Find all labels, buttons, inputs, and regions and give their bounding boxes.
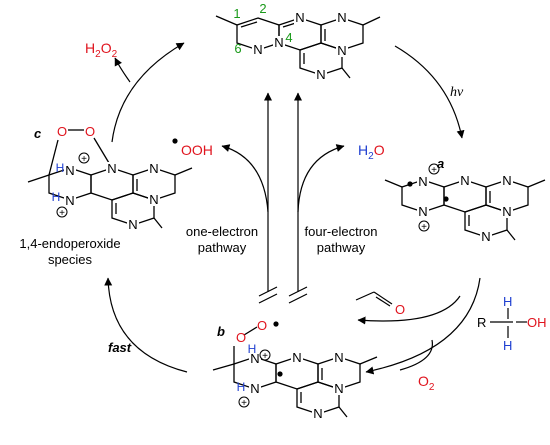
atom-n: N — [418, 174, 427, 189]
arrow-bottom-right — [365, 277, 481, 375]
charge-plus: + — [428, 163, 440, 176]
alcohol-h-bottom: H — [503, 338, 512, 353]
radical-dot — [273, 321, 279, 327]
species-a-label: a — [437, 156, 444, 171]
alcohol — [490, 308, 527, 338]
charge-plus: + — [418, 220, 430, 233]
flavin-top-atoms: N N N N N N 1 2 4 6 — [233, 1, 348, 82]
atom-n: N — [250, 351, 259, 366]
atom-n: N — [334, 350, 343, 365]
atom-number-2: 2 — [259, 1, 266, 16]
atom-n: N — [128, 217, 137, 232]
flavin-c — [27, 129, 193, 229]
four-electron-line1: four-electron — [305, 224, 378, 239]
hv-label: hν — [450, 85, 464, 100]
atom-number-1: 1 — [233, 6, 240, 21]
arrow-to-h2o — [297, 144, 345, 213]
charge-plus: + — [78, 152, 90, 165]
one-electron-line1: one-electron — [186, 224, 258, 239]
radical-dot — [277, 371, 283, 377]
atom-n: N — [250, 381, 259, 396]
arrow-top-right — [394, 45, 465, 139]
arrow-to-aldehyde — [357, 295, 461, 325]
atom-n: N — [337, 43, 346, 58]
atom-h: H — [56, 161, 65, 175]
atom-n: N — [253, 42, 262, 57]
atom-n: N — [313, 406, 322, 421]
atom-n: N — [292, 350, 301, 365]
svg-text:+: + — [431, 165, 437, 176]
charge-plus: + — [56, 206, 68, 219]
o2-curve — [399, 339, 433, 371]
atom-o: O — [257, 318, 267, 333]
h2o2-label: H2O2 — [85, 40, 118, 60]
charge-plus: + — [259, 349, 271, 362]
atom-n: N — [502, 204, 511, 219]
atom-number-6: 6 — [234, 41, 241, 56]
atom-h: H — [237, 380, 246, 394]
atom-n: N — [65, 163, 74, 178]
atom-n: N — [316, 67, 325, 82]
flavin-a — [384, 179, 546, 241]
radical-dot — [407, 181, 413, 187]
fast-label: fast — [108, 340, 132, 355]
h2o-label: H2O — [358, 142, 385, 162]
svg-text:+: + — [59, 208, 65, 219]
atom-n: N — [107, 161, 116, 176]
arrow-bottom-left — [104, 277, 188, 373]
svg-text:+: + — [241, 398, 247, 409]
species-c-label: c — [34, 126, 42, 141]
atom-o: O — [236, 330, 246, 345]
atom-h: H — [248, 342, 257, 356]
svg-text:+: + — [262, 351, 268, 362]
atom-n: N — [149, 161, 158, 176]
radical-dot — [172, 138, 178, 144]
charge-plus: + — [238, 396, 250, 409]
svg-text:+: + — [421, 222, 427, 233]
atom-n: N — [460, 173, 469, 188]
atom-o: O — [85, 124, 95, 139]
alcohol-r: R — [477, 315, 486, 330]
aldehyde — [355, 291, 393, 307]
atom-n: N — [65, 193, 74, 208]
atom-number-4: 4 — [285, 30, 292, 45]
species-b-label: b — [217, 324, 225, 339]
species-c-name-line1: 1,4-endoperoxide — [19, 236, 120, 251]
arrow-to-h2o2 — [114, 57, 131, 83]
atom-n: N — [274, 35, 283, 50]
four-electron-line2: pathway — [317, 240, 366, 255]
alcohol-oh: OH — [527, 315, 547, 330]
one-electron-line2: pathway — [198, 240, 247, 255]
atom-h: H — [52, 190, 61, 204]
species-c-name-line2: species — [48, 252, 93, 267]
svg-text:+: + — [81, 154, 87, 165]
arrow-top-left — [111, 42, 185, 143]
atom-n: N — [295, 10, 304, 25]
arrow-to-ooh — [221, 144, 269, 213]
atom-o: O — [57, 124, 67, 139]
alcohol-h-top: H — [503, 294, 512, 309]
atom-n: N — [418, 204, 427, 219]
atom-n: N — [481, 229, 490, 244]
aldehyde-o: O — [395, 302, 405, 317]
blocked-marks — [258, 286, 308, 304]
atom-n: N — [337, 10, 346, 25]
ooh-label: OOH — [181, 142, 213, 158]
atom-n: N — [502, 173, 511, 188]
atom-n: N — [149, 192, 158, 207]
o2-label: O2 — [418, 373, 435, 393]
atom-n: N — [334, 381, 343, 396]
radical-dot — [443, 196, 449, 202]
